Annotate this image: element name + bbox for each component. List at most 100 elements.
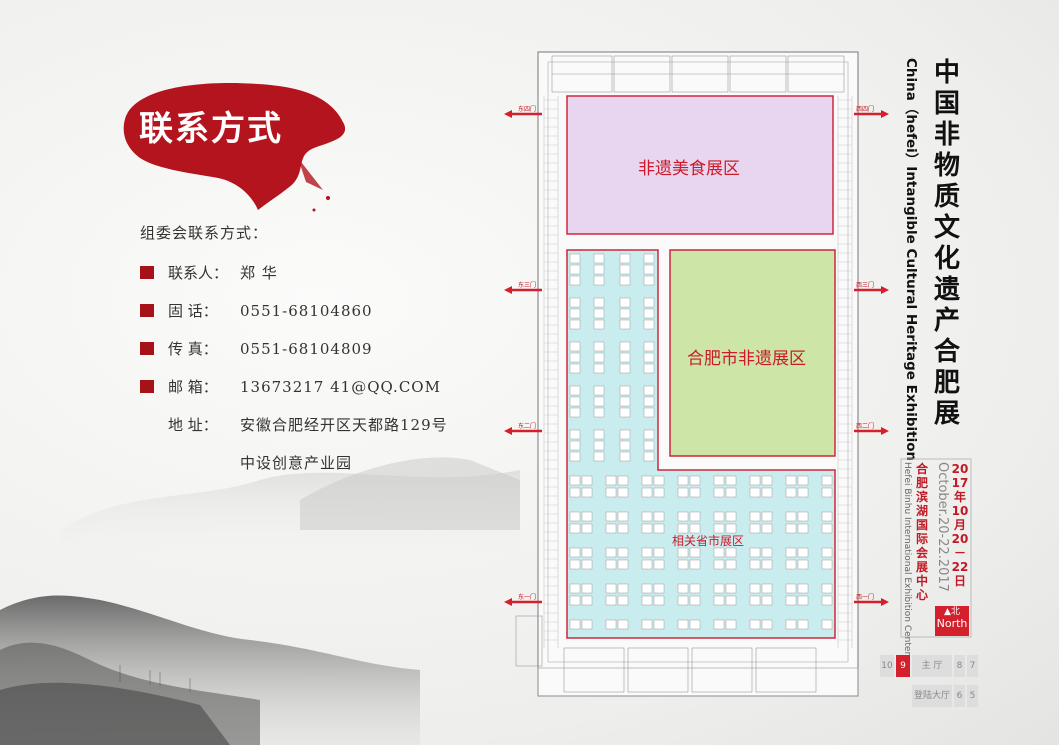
booth [617,487,629,498]
booth [593,319,605,330]
booth [785,511,797,522]
booth [677,511,689,522]
arrow-head-icon [881,427,889,435]
hall-legend: 10 9 主 厅 8 7 登陆大厅 6 5 [880,655,980,711]
booth [617,619,629,630]
contact-row: 固 话： 0551-68104860 [140,300,373,321]
hall-cell-active: 9 [896,655,910,677]
hall-cell: 10 [880,655,894,677]
floor-plan: 非遗美食展区 合肥市非遗展区 相关省市展区 东四门 东三门 东二门 东一门 西四… [504,48,889,700]
bullet-square-icon [140,266,154,279]
booth [593,440,605,451]
gate-east1: 东一门 [518,594,537,601]
booth [761,583,773,594]
booth [569,352,581,363]
booth [641,595,653,606]
booth [617,511,629,522]
booth [569,253,581,264]
booth [605,523,617,534]
booth [689,475,701,486]
booth [761,559,773,570]
booth [785,619,797,630]
booth [619,297,631,308]
booth [797,511,809,522]
booth [581,595,593,606]
booth [619,385,631,396]
booth [713,547,725,558]
booth [725,487,737,498]
booth [749,523,761,534]
booth [581,487,593,498]
booth [749,559,761,570]
booth [653,523,665,534]
booth [821,619,833,630]
booth [605,475,617,486]
booth [761,595,773,606]
north-label: North [936,617,968,630]
arrow-head-icon [504,427,512,435]
booth [581,559,593,570]
contact-value: 0551-68104860 [240,301,373,320]
booth [689,559,701,570]
booth [617,583,629,594]
booth [569,363,581,374]
booth [725,547,737,558]
contact-row: 中设创意产业园 [140,452,352,473]
booth [713,559,725,570]
booth [725,523,737,534]
contact-value: 13673217 41@QQ.COM [240,377,441,396]
booth [689,547,701,558]
booth [785,523,797,534]
booth [605,583,617,594]
booth [797,475,809,486]
booth [643,363,655,374]
zone-food [566,95,834,235]
booth [619,363,631,374]
booth [749,595,761,606]
booth [689,487,701,498]
booth [569,429,581,440]
booth [619,440,631,451]
booth [713,595,725,606]
booth [569,559,581,570]
bullet-square-icon [140,380,154,393]
contact-value: 中设创意产业园 [240,454,353,472]
contact-row: 联系人： 郑 华 [140,262,278,283]
booth [617,475,629,486]
date-en: October.20-22.2017 [935,462,950,592]
date-cn: 2017年10月20－22日 [951,462,969,588]
booth [689,619,701,630]
booth [749,619,761,630]
booth [593,385,605,396]
booth [619,253,631,264]
contact-row: 邮 箱： 13673217 41@QQ.COM [140,376,441,397]
booth [593,451,605,462]
booth [569,275,581,286]
bullet-square-icon [140,304,154,317]
arrow-head-icon [881,110,889,118]
booth [761,523,773,534]
booth [619,341,631,352]
booth [569,297,581,308]
booth [653,583,665,594]
booth [617,559,629,570]
booth [713,487,725,498]
hall-cell: 主 厅 [912,655,952,677]
booth [593,341,605,352]
booth [593,308,605,319]
booth [569,319,581,330]
booth [617,523,629,534]
zone-province [566,249,836,639]
arrow-head-icon [881,598,889,606]
booth [641,511,653,522]
booth [677,475,689,486]
contact-heading: 组委会联系方式： [140,224,269,242]
booth [821,595,833,606]
booth [569,385,581,396]
booth [569,511,581,522]
booth [785,559,797,570]
booth [725,475,737,486]
booth [689,583,701,594]
booth [653,619,665,630]
booth [569,547,581,558]
